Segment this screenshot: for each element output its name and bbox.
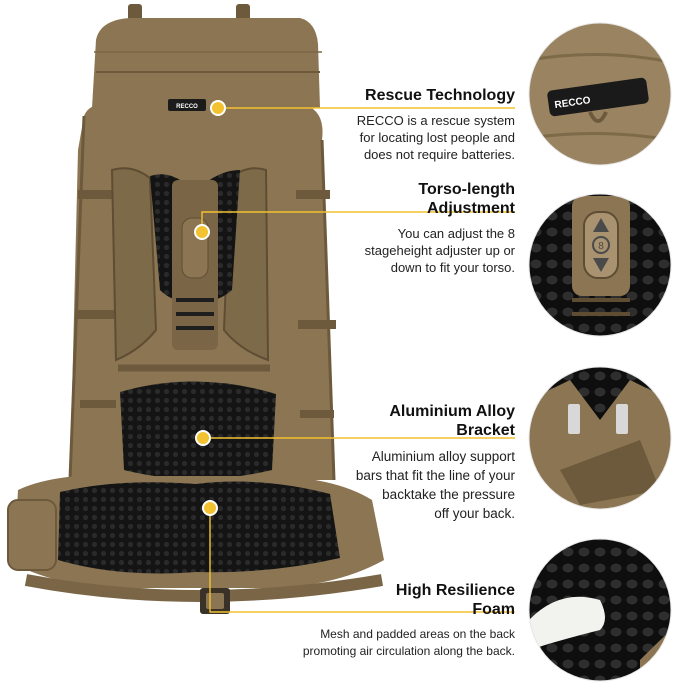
svg-text:8: 8: [598, 241, 604, 252]
feature-rescue-technology: Rescue Technology RECCO is a rescue syst…: [300, 86, 515, 163]
feature-title: Torso-length Adjustment: [418, 181, 515, 217]
feature-title: Rescue Technology: [365, 87, 515, 104]
recco-label-text: RECCO: [176, 104, 198, 110]
feature-torso-length-adjustment: Torso-length Adjustment You can adjust t…: [300, 180, 515, 276]
feature-description: You can adjust the 8 stageheight adjuste…: [364, 226, 515, 275]
torso-adjuster-zoom-icon: 8: [529, 194, 671, 336]
feature-aluminium-alloy-bracket: Aluminium Alloy Bracket Aluminium alloy …: [300, 402, 515, 523]
feature-title: Aluminium Alloy Bracket: [389, 403, 515, 439]
aluminium-bracket-zoom-icon: [529, 367, 671, 509]
leader-lines: [201, 107, 515, 613]
mesh-foam-zoom-icon: [529, 539, 671, 681]
backpack-body: RECCO: [7, 4, 384, 614]
svg-text:RECCO: RECCO: [554, 95, 592, 111]
feature-high-resilience-foam: High Resilience Foam Mesh and padded are…: [240, 581, 515, 660]
recco-reflector-zoom-icon: RECCO: [529, 23, 671, 165]
feature-description: Mesh and padded areas on the back promot…: [302, 627, 515, 658]
feature-title: High Resilience Foam: [395, 582, 515, 618]
feature-description: RECCO is a rescue system for locating lo…: [356, 113, 515, 162]
feature-description: Aluminium alloy support bars that fit th…: [355, 449, 515, 521]
callout-markers: [194, 100, 226, 516]
